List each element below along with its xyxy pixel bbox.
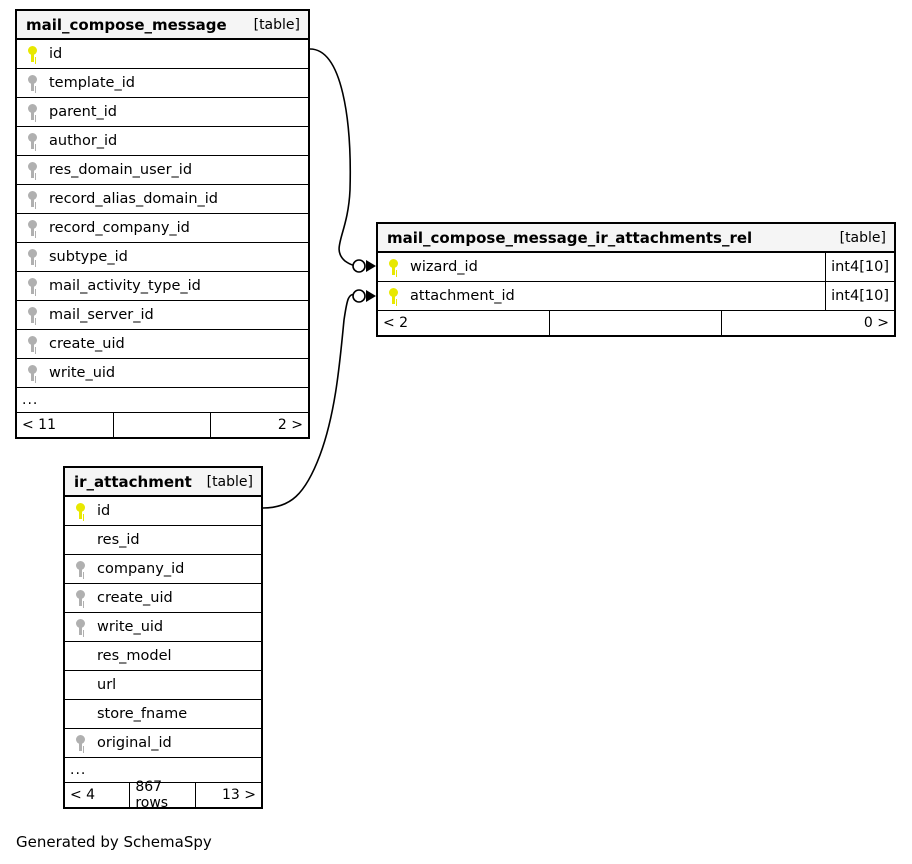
table-row[interactable]: url bbox=[65, 671, 261, 700]
generated-by-label: Generated by SchemaSpy bbox=[16, 833, 212, 851]
relationship-edge-wizard-id bbox=[309, 48, 376, 273]
column-name: write_uid bbox=[49, 365, 116, 381]
column-name: author_id bbox=[49, 133, 118, 149]
table-type-tag: [table] bbox=[839, 229, 886, 246]
table-header[interactable]: mail_compose_message_ir_attachments_rel … bbox=[378, 224, 894, 253]
column-name: create_uid bbox=[49, 336, 125, 352]
footer-prev-count[interactable]: < 11 bbox=[17, 413, 114, 437]
table-title: mail_compose_message bbox=[26, 15, 227, 34]
table-row[interactable]: res_id bbox=[65, 526, 261, 555]
column-name: template_id bbox=[49, 75, 135, 91]
footer-next-count[interactable]: 13 > bbox=[221, 787, 256, 803]
primary-key-icon bbox=[17, 46, 47, 62]
footer-rows-count: 867 rows bbox=[130, 779, 196, 811]
column-datatype: int4[10] bbox=[825, 282, 894, 310]
table-node-ir-attachment[interactable]: ir_attachment [table] id res_id company_… bbox=[63, 466, 263, 811]
table-row[interactable]: mail_server_id bbox=[17, 301, 308, 330]
footer-rows-count bbox=[114, 413, 211, 437]
cardinality-many-marker bbox=[366, 290, 376, 302]
column-name: id bbox=[49, 46, 63, 62]
cardinality-zero-marker bbox=[352, 259, 366, 273]
column-name: url bbox=[97, 677, 117, 693]
table-footer: < 4 867 rows 13 > bbox=[65, 779, 261, 811]
column-name: res_model bbox=[97, 648, 172, 664]
table-footer: < 2 0 > bbox=[378, 311, 894, 335]
table-title: mail_compose_message_ir_attachments_rel bbox=[387, 228, 753, 247]
foreign-key-icon bbox=[65, 619, 95, 635]
table-row[interactable]: parent_id bbox=[17, 98, 308, 127]
table-row[interactable]: res_domain_user_id bbox=[17, 156, 308, 185]
table-row[interactable]: attachment_id int4[10] bbox=[378, 282, 894, 311]
primary-key-icon bbox=[378, 288, 408, 304]
foreign-key-icon bbox=[17, 278, 47, 294]
column-name: res_domain_user_id bbox=[49, 162, 193, 178]
column-name: record_company_id bbox=[49, 220, 190, 236]
table-row[interactable]: res_model bbox=[65, 642, 261, 671]
column-name: original_id bbox=[97, 735, 172, 751]
foreign-key-icon bbox=[17, 307, 47, 323]
table-node-mail-compose-message[interactable]: mail_compose_message [table] id template… bbox=[15, 9, 310, 439]
table-row[interactable]: store_fname bbox=[65, 700, 261, 729]
foreign-key-icon bbox=[17, 365, 47, 381]
table-footer: < 11 2 > bbox=[17, 413, 308, 437]
column-name: parent_id bbox=[49, 104, 118, 120]
table-type-tag: [table] bbox=[206, 473, 253, 490]
foreign-key-icon bbox=[17, 249, 47, 265]
table-row[interactable]: mail_activity_type_id bbox=[17, 272, 308, 301]
column-name: mail_server_id bbox=[49, 307, 154, 323]
foreign-key-icon bbox=[65, 590, 95, 606]
primary-key-icon bbox=[378, 259, 408, 275]
foreign-key-icon bbox=[65, 561, 95, 577]
footer-prev-count[interactable]: < 4 bbox=[65, 783, 131, 807]
table-node-mail-compose-message-ir-attachments-rel[interactable]: mail_compose_message_ir_attachments_rel … bbox=[376, 222, 896, 337]
footer-rows-count bbox=[550, 311, 722, 335]
foreign-key-icon bbox=[17, 75, 47, 91]
column-name: res_id bbox=[97, 532, 140, 548]
table-row[interactable]: record_alias_domain_id bbox=[17, 185, 308, 214]
column-name: id bbox=[97, 503, 111, 519]
table-header[interactable]: mail_compose_message [table] bbox=[17, 11, 308, 40]
table-row[interactable]: write_uid bbox=[65, 613, 261, 642]
table-header[interactable]: ir_attachment [table] bbox=[65, 468, 261, 497]
table-row[interactable]: original_id bbox=[65, 729, 261, 758]
column-datatype: int4[10] bbox=[825, 253, 894, 281]
column-name: record_alias_domain_id bbox=[49, 191, 218, 207]
footer-prev-count[interactable]: < 2 bbox=[378, 311, 550, 335]
foreign-key-icon bbox=[17, 220, 47, 236]
table-row[interactable]: subtype_id bbox=[17, 243, 308, 272]
foreign-key-icon bbox=[17, 133, 47, 149]
column-name: write_uid bbox=[97, 619, 164, 635]
table-row[interactable]: id bbox=[65, 497, 261, 526]
table-title: ir_attachment bbox=[74, 472, 192, 491]
primary-key-icon bbox=[65, 503, 95, 519]
table-row[interactable]: create_uid bbox=[65, 584, 261, 613]
table-row[interactable]: id bbox=[17, 40, 308, 69]
column-name: wizard_id bbox=[410, 259, 478, 275]
foreign-key-icon bbox=[17, 104, 47, 120]
cardinality-zero-marker bbox=[352, 289, 366, 303]
table-row[interactable]: create_uid bbox=[17, 330, 308, 359]
foreign-key-icon bbox=[17, 191, 47, 207]
column-name: subtype_id bbox=[49, 249, 128, 265]
footer-next-count[interactable]: 0 > bbox=[863, 315, 889, 331]
column-name: create_uid bbox=[97, 590, 173, 606]
more-columns-indicator: ... bbox=[65, 758, 261, 783]
foreign-key-icon bbox=[17, 162, 47, 178]
column-name: store_fname bbox=[97, 706, 188, 722]
more-columns-indicator: ... bbox=[17, 388, 308, 413]
foreign-key-icon bbox=[17, 336, 47, 352]
cardinality-many-marker bbox=[366, 260, 376, 272]
footer-next-count[interactable]: 2 > bbox=[277, 417, 303, 433]
table-row[interactable]: company_id bbox=[65, 555, 261, 584]
column-name: company_id bbox=[97, 561, 185, 577]
foreign-key-icon bbox=[65, 735, 95, 751]
column-name: attachment_id bbox=[410, 288, 515, 304]
column-name: mail_activity_type_id bbox=[49, 278, 201, 294]
table-row[interactable]: record_company_id bbox=[17, 214, 308, 243]
table-row[interactable]: wizard_id int4[10] bbox=[378, 253, 894, 282]
table-row[interactable]: write_uid bbox=[17, 359, 308, 388]
table-type-tag: [table] bbox=[253, 16, 300, 33]
table-row[interactable]: template_id bbox=[17, 69, 308, 98]
table-row[interactable]: author_id bbox=[17, 127, 308, 156]
